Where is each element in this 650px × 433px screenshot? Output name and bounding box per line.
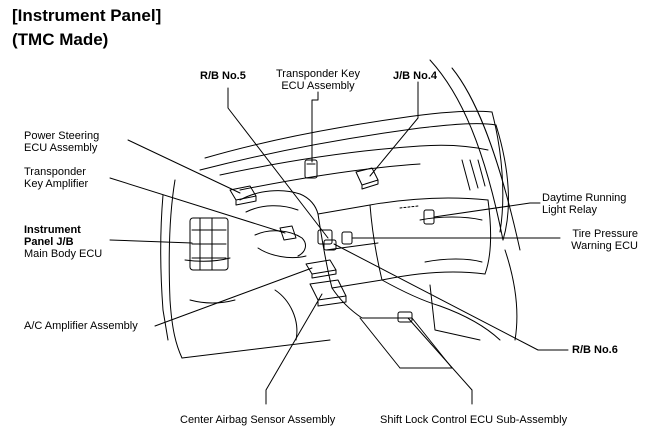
instrument-panel-jb-shape xyxy=(189,217,229,271)
airbag-sensor-shape xyxy=(309,279,347,307)
leader-rb5 xyxy=(227,87,329,239)
label-ac-amplifier-assembly: A/C Amplifier Assembly xyxy=(24,320,138,332)
label-daytime-running-light-relay: Daytime Running Light Relay xyxy=(542,192,627,216)
leader-jb4 xyxy=(369,81,419,177)
transponder-amp-shape xyxy=(279,225,297,241)
transponder-ecu-shape xyxy=(304,159,318,179)
leader-power-steering xyxy=(127,139,241,194)
label-shift-lock-control-ecu: Shift Lock Control ECU Sub-Assembly xyxy=(380,414,568,426)
leader-instrument-jb xyxy=(109,239,193,244)
label-power-steering-ecu: Power Steering ECU Assembly xyxy=(24,130,100,154)
leader-ac-amplifier xyxy=(154,267,313,327)
jb4-shape xyxy=(355,167,379,190)
power-steering-ecu-shape xyxy=(229,185,257,206)
leader-daytime-relay xyxy=(433,202,541,218)
label-jb4: J/B No.4 xyxy=(393,70,438,82)
dashboard-outline xyxy=(160,59,521,369)
leader-airbag xyxy=(265,293,323,405)
leader-shift-lock xyxy=(407,317,473,405)
label-rb6: R/B No.6 xyxy=(572,344,618,356)
label-instrument-panel-jb: Instrument Panel J/B Main Body ECU xyxy=(24,224,103,260)
shift-lock-ecu-shape xyxy=(397,311,413,323)
daytime-relay-shape xyxy=(423,209,435,225)
leader-transponder-ecu xyxy=(311,91,319,163)
leader-rb6 xyxy=(333,243,569,351)
label-transponder-key-amplifier: Transponder Key Amplifier xyxy=(24,166,89,190)
ac-amplifier-shape xyxy=(305,259,337,279)
leader-lines xyxy=(109,81,569,405)
page-title: [Instrument Panel] xyxy=(12,6,162,25)
label-main-body-ecu: Main Body ECU xyxy=(24,248,103,260)
label-center-airbag-sensor-assembly: Center Airbag Sensor Assembly xyxy=(180,414,336,426)
leader-transponder-amp xyxy=(109,177,286,234)
label-transponder-key-ecu: Transponder Key ECU Assembly xyxy=(276,68,360,92)
tire-pressure-ecu-shape xyxy=(341,231,353,245)
label-rb5: R/B No.5 xyxy=(200,70,246,82)
page-subtitle: (TMC Made) xyxy=(12,30,109,49)
label-tire-pressure-warning-ecu: Tire Pressure Warning ECU xyxy=(571,228,638,252)
